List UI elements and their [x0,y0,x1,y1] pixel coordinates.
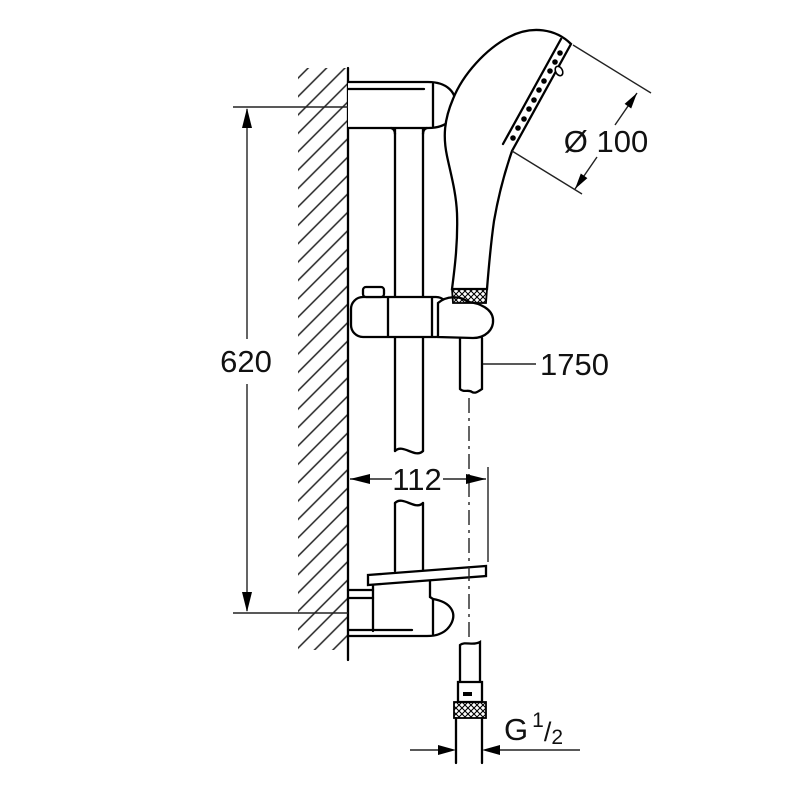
arrowhead-upper [624,93,637,109]
spray-nozzles [510,50,563,141]
shower-hose-upper [458,336,484,394]
bracket-dome [346,597,455,638]
glide-holder [349,285,495,340]
arrowhead-left [350,474,370,484]
slide-rail [393,126,425,573]
label-620: 620 [220,344,272,379]
dimension-head-diameter: Ø 100 [511,44,652,195]
dimension-rail-to-hose: 112 [350,462,489,562]
fitting-knurl-nut [453,701,487,719]
wall-hatching [298,68,348,650]
wall [298,66,350,662]
face-detail-oval [554,65,564,77]
bottom-wall-bracket [346,576,455,638]
rail-break-lower [393,499,425,507]
hose-fitting [453,640,487,765]
arrowhead-right [466,474,486,484]
label-diameter: Ø 100 [564,124,648,159]
arrowhead-lower [575,173,588,189]
dimension-rail-height: 620 [220,106,348,614]
thread-prefix: G [504,712,528,747]
rail-break-upper [393,447,425,455]
arrowhead-to-right [438,745,456,755]
holder-body [349,295,450,339]
top-wall-bracket [346,80,458,136]
thread-denominator: 2 [551,726,563,749]
handle-knurl-nut [451,288,488,304]
hand-shower-body [443,28,573,291]
label-112: 112 [392,462,441,497]
fitting-slot [463,692,472,696]
holder-release-button [361,285,386,299]
rail-fairing [389,126,429,136]
soap-dish-tray [366,564,488,587]
soap-dish [366,564,488,587]
thread-numerator: 1 [532,709,544,732]
dimension-hose-length: 1750 [483,347,609,382]
arrowhead-to-left [482,745,500,755]
arrowhead-up [242,108,252,128]
arrowhead-down [242,592,252,612]
spray-face-rim [501,37,563,146]
hand-shower [443,28,573,291]
thread-slash: / [544,717,552,747]
label-1750: 1750 [540,347,609,382]
